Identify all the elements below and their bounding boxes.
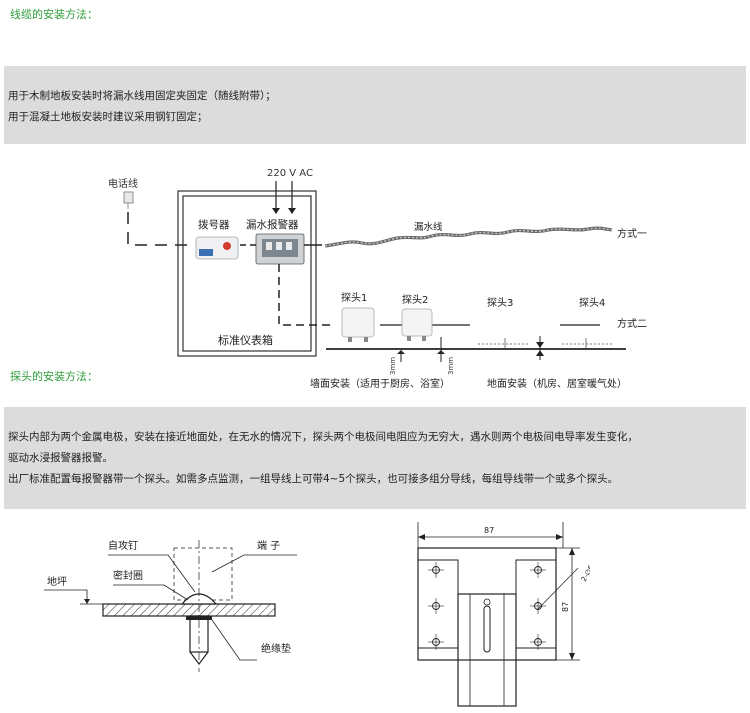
cable-install-line-1: 用于木制地板安装时将漏水线用固定夹固定（随线附带）； xyxy=(8,90,276,102)
phone-line-label: 电话线 xyxy=(108,177,138,190)
cable-install-heading: 线缆的安装方法： xyxy=(10,8,98,21)
alarm-label: 漏水报警器 xyxy=(246,218,299,231)
power-arrows xyxy=(272,181,296,214)
method-two-label: 方式二 xyxy=(617,317,647,330)
floor-probe-arrow xyxy=(536,336,544,360)
instrument-box-inner xyxy=(182,195,312,352)
seal-label: 密封圈 xyxy=(113,569,143,582)
probe-install-line-1: 探头内部为两个金属电极，安装在接近地面处，在无水的情况下，探头两个电极间电阻应为… xyxy=(8,431,638,443)
terminal-label: 端 子 xyxy=(257,539,280,552)
leak-alarm-device-icon xyxy=(255,233,305,265)
gap-label-1: 3mm xyxy=(389,357,397,375)
cable-install-text-band: 用于木制地板安装时将漏水线用固定夹固定（随线附带）； 用于混凝土地板安装时建议采… xyxy=(4,66,746,144)
floor-plate xyxy=(102,603,276,617)
center-column xyxy=(457,593,517,707)
dialer-label: 拨号器 xyxy=(198,218,230,231)
probe-3-icon xyxy=(478,338,530,348)
method-one-label: 方式一 xyxy=(617,227,647,240)
probe-3-label: 探头3 xyxy=(487,296,513,309)
insulator xyxy=(186,616,212,620)
probe-1-icon xyxy=(341,307,375,342)
height-dimension-label: 87 xyxy=(561,602,570,612)
power-label: 220 V AC xyxy=(267,168,313,179)
cable-install-line-2: 用于混凝土地板安装时建议采用钢钉固定； xyxy=(8,111,208,123)
probe-2-label: 探头2 xyxy=(402,293,428,306)
probe-install-line-2: 驱动水浸报警器报警。 xyxy=(8,452,113,464)
probe-4-label: 探头4 xyxy=(579,296,605,309)
probe-2-icon xyxy=(401,308,433,341)
leak-cable xyxy=(324,226,613,248)
dialer-device-icon xyxy=(195,236,239,260)
floor-install-caption: 地面安装（机房、居室暖气处） xyxy=(487,377,627,390)
probe-install-line-3: 出厂标准配置每报警器带一个探头。如需多点监测，一组导线上可带4~5个探头，也可接… xyxy=(8,473,619,485)
mounting-holes xyxy=(428,562,546,650)
probe-install-heading: 探头的安装方法： xyxy=(10,370,98,383)
probe-dimension-drawing: 87 87 2-∅6 xyxy=(417,522,590,707)
insulator-label: 绝缘垫 xyxy=(261,642,291,655)
width-dimension-label: 87 xyxy=(484,526,494,535)
gap-label-2: 3mm xyxy=(447,357,455,375)
gap-arrow-2 xyxy=(437,337,445,362)
probe-wiring-dashed xyxy=(278,264,330,326)
probe-1-label: 探头1 xyxy=(341,291,367,304)
floor-label: 地坪 xyxy=(47,575,67,588)
probe-4-icon xyxy=(562,338,612,348)
probe-cross-section-drawing: 自攻钉 端 子 密封圈 地坪 绝缘垫 xyxy=(44,539,297,672)
center-slot xyxy=(483,605,491,653)
gap-arrow-1 xyxy=(397,350,405,362)
instrument-box-outer xyxy=(177,190,317,357)
instrument-box-label: 标准仪表箱 xyxy=(218,333,273,347)
screw-label: 自攻钉 xyxy=(108,539,138,552)
hole-spec-label: 2-∅6 xyxy=(580,563,590,583)
phone-line-dashed xyxy=(127,212,195,246)
installation-diagram: 电话线 220 V AC 拨号器 漏水报警器 漏水线 方式一 方式二 标准仪表箱 xyxy=(108,168,647,390)
wall-install-caption: 墙面安装（适用于厨房、浴室） xyxy=(310,377,450,390)
leak-cable-label: 漏水线 xyxy=(414,221,443,233)
probe-install-text-band: 探头内部为两个金属电极，安装在接近地面处，在无水的情况下，探头两个电极间电阻应为… xyxy=(4,407,746,509)
phone-plug-icon xyxy=(123,191,134,209)
terminal-outline xyxy=(173,547,233,601)
